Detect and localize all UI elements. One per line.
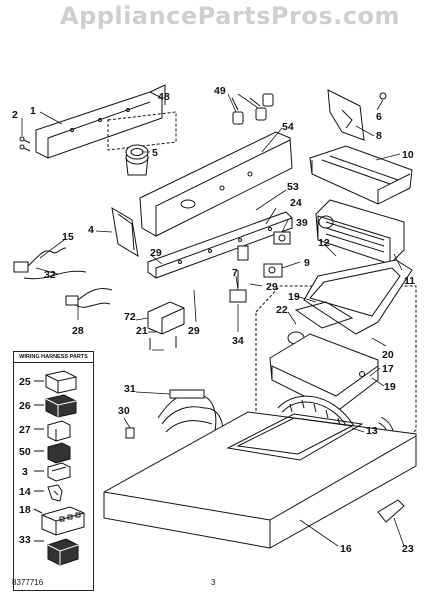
callout-49: 49 — [214, 85, 226, 97]
callout-15: 15 — [62, 231, 74, 243]
part-harness-32-28 — [65, 287, 113, 308]
callout-7: 7 — [232, 267, 238, 279]
part-motor-21 — [147, 301, 185, 350]
part-top-panel-16 — [103, 411, 417, 549]
leader-lines — [21, 93, 405, 547]
legend-connector-33 — [47, 538, 79, 566]
legend-connector-14 — [47, 484, 63, 502]
part-side-plate-4 — [111, 207, 139, 257]
part-control-panel-back — [35, 84, 166, 159]
callout-24: 24 — [290, 197, 302, 209]
callout-11: 11 — [404, 275, 415, 287]
callout-10: 10 — [402, 149, 414, 161]
callout-19a: 19 — [288, 291, 300, 303]
callout-28: 28 — [72, 325, 84, 337]
callout-16: 16 — [340, 543, 352, 555]
part-cover-10 — [309, 145, 413, 205]
callout-5: 5 — [152, 147, 158, 159]
legend-label-50: 50 — [19, 446, 31, 458]
legend-connector-50 — [47, 442, 71, 464]
callout-29a: 29 — [150, 247, 162, 259]
callout-19b: 19 — [384, 381, 396, 393]
legend-connector-27 — [47, 420, 71, 442]
callout-8: 8 — [376, 130, 382, 142]
wiring-harness-legend: WIRING HARNESS PARTS 25 26 27 50 3 14 18… — [13, 351, 94, 591]
callout-17: 17 — [382, 363, 394, 375]
part-console-54 — [139, 131, 293, 237]
document-number: 8377716 — [12, 578, 44, 587]
part-foot-23 — [377, 499, 405, 523]
part-bracket-48 — [107, 111, 177, 151]
legend-connector-26 — [45, 394, 77, 418]
watermark: AppliancePartsPros.com — [60, 2, 400, 30]
legend-label-27: 27 — [19, 424, 31, 436]
callout-1: 1 — [30, 105, 36, 117]
part-filter-frame-12 — [303, 259, 413, 335]
part-end-bracket-8 — [327, 89, 387, 141]
callout-29c: 29 — [188, 325, 200, 337]
legend-label-33: 33 — [19, 534, 31, 546]
legend-connector-3 — [47, 462, 71, 482]
callout-48: 48 — [158, 91, 170, 103]
part-duct-20 — [269, 333, 379, 413]
part-screws-2 — [19, 136, 31, 152]
part-harness-15 — [13, 247, 87, 280]
callout-6: 6 — [376, 111, 382, 123]
legend-connector-25 — [45, 370, 77, 394]
legend-label-18: 18 — [19, 504, 31, 516]
callout-2: 2 — [12, 109, 18, 121]
legend-label-14: 14 — [19, 486, 31, 498]
callout-4: 4 — [88, 224, 94, 236]
part-housing-11 — [315, 199, 405, 265]
callout-29b: 29 — [266, 281, 278, 293]
callout-22: 22 — [276, 304, 288, 316]
callout-39: 39 — [296, 217, 308, 229]
callout-72: 72 — [124, 311, 136, 323]
legend-label-26: 26 — [19, 400, 31, 412]
callout-labels: 1 2 48 5 49 54 6 8 10 53 4 15 29 24 39 3… — [12, 85, 415, 555]
legend-connector-18 — [41, 506, 85, 536]
legend-parts-drawing: 25 26 27 50 3 14 18 33 — [19, 370, 85, 566]
callout-23: 23 — [402, 543, 414, 555]
callout-30: 30 — [118, 405, 130, 417]
callout-20: 20 — [382, 349, 394, 361]
callout-34: 34 — [232, 335, 244, 347]
part-switch-24-7 — [229, 245, 249, 303]
callout-53: 53 — [287, 181, 299, 193]
callout-12: 12 — [318, 237, 330, 249]
part-clip-30 — [125, 427, 135, 439]
callout-32: 32 — [44, 269, 56, 281]
part-support-53 — [147, 211, 293, 279]
part-switch-39 — [273, 231, 291, 245]
callout-31: 31 — [124, 383, 136, 395]
callout-54: 54 — [282, 121, 294, 133]
part-knob-5 — [125, 144, 149, 176]
callout-9: 9 — [304, 257, 310, 269]
callout-13: 13 — [366, 425, 378, 437]
filter-area-outline — [255, 285, 417, 453]
part-switch-9 — [263, 263, 283, 278]
legend-title: WIRING HARNESS PARTS — [14, 354, 93, 363]
page-number: 3 — [211, 578, 216, 587]
part-knobs-49 — [231, 93, 274, 125]
legend-label-25: 25 — [19, 376, 31, 388]
callout-21: 21 — [136, 325, 148, 337]
legend-label-3: 3 — [22, 466, 28, 478]
